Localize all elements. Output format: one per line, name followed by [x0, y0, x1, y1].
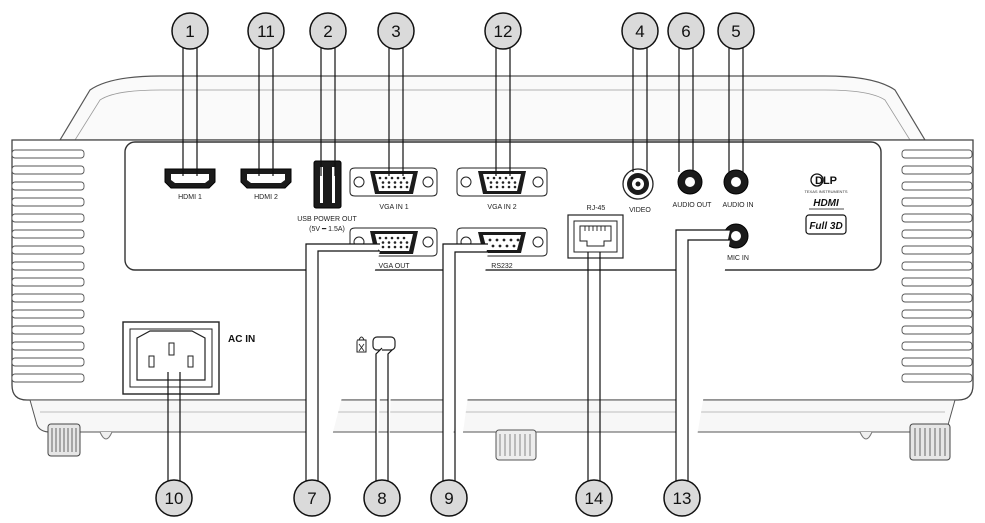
callout-12-text: 12: [494, 22, 513, 41]
callout-1: 1: [171, 12, 209, 50]
dlp-logo-text: DLP: [815, 175, 837, 187]
callout-12: 12: [484, 12, 522, 50]
callout-leader-lines-lower: [167, 229, 730, 490]
callout-4-text: 4: [635, 22, 644, 41]
vga-out-label: VGA OUT: [378, 263, 410, 270]
usb-label-line2: (5V ━ 1.5A): [309, 226, 345, 233]
callout-13: 13: [663, 479, 701, 517]
callout-leader-lines: [182, 48, 744, 176]
dlp-logo: DLP TEXAS INSTRUMENTS: [804, 173, 848, 194]
ac-in-label: AC IN: [228, 334, 255, 345]
hdmi-logo-text: HDMI: [813, 198, 839, 209]
callout-3-text: 3: [391, 22, 400, 41]
callout-7: 7: [293, 479, 331, 517]
callout-10-text: 10: [165, 489, 184, 508]
audio-out-port[interactable]: [677, 169, 703, 195]
audio-in-label: AUDIO IN: [722, 202, 753, 209]
callout-6-text: 6: [681, 22, 690, 41]
right-vent-grille: [901, 149, 973, 383]
usb-label-line1: USB POWER OUT: [297, 216, 357, 223]
callout-13-text: 13: [673, 489, 692, 508]
audio-in-port[interactable]: [723, 169, 749, 195]
audio-out-label: AUDIO OUT: [673, 202, 713, 209]
hdmi1-port[interactable]: [164, 168, 216, 189]
usb-power-port[interactable]: [313, 160, 342, 209]
ac-power-inlet[interactable]: [122, 321, 220, 395]
vga-in1-label: VGA IN 1: [379, 204, 408, 211]
right-foot: [909, 423, 951, 461]
callout-11: 11: [247, 12, 285, 50]
callout-2-text: 2: [323, 22, 332, 41]
rj45-port[interactable]: [567, 214, 624, 259]
callout-9: 9: [430, 479, 468, 517]
callout-7-text: 7: [307, 489, 316, 508]
callout-bubbles: 1 11 2 3 12 4 6 5 10 7 8 9 14 13: [155, 12, 755, 517]
full3d-logo: Full 3D: [805, 214, 847, 235]
left-vent-grille: [11, 149, 85, 383]
callout-6: 6: [667, 12, 705, 50]
hdmi-logo: HDMI: [809, 198, 844, 210]
mic-in-label: MIC IN: [727, 255, 749, 262]
callout-9-text: 9: [444, 489, 453, 508]
left-foot: [47, 423, 81, 457]
callout-3: 3: [377, 12, 415, 50]
vga-in2-label: VGA IN 2: [487, 204, 516, 211]
hdmi2-label: HDMI 2: [254, 194, 278, 201]
callout-5-text: 5: [731, 22, 740, 41]
callout-4: 4: [621, 12, 659, 50]
security-slot[interactable]: [372, 336, 396, 351]
callout-8-text: 8: [377, 489, 386, 508]
vga-in2-port[interactable]: [456, 167, 548, 197]
rj45-label: RJ-45: [587, 205, 606, 212]
callout-8: 8: [363, 479, 401, 517]
ti-logo-text: TEXAS INSTRUMENTS: [804, 189, 847, 194]
hdmi1-label: HDMI 1: [178, 194, 202, 201]
full3d-logo-text: Full 3D: [809, 221, 842, 232]
callout-10: 10: [155, 479, 193, 517]
kensington-lock-icon: [356, 336, 367, 353]
callout-14-text: 14: [585, 489, 604, 508]
callout-14: 14: [575, 479, 613, 517]
hdmi2-port[interactable]: [240, 168, 292, 189]
rs232-label: RS232: [491, 263, 513, 270]
video-port[interactable]: [622, 168, 654, 200]
vga-in1-port[interactable]: [349, 167, 438, 197]
video-label: VIDEO: [629, 207, 651, 214]
callout-2: 2: [309, 12, 347, 50]
callout-1-text: 1: [185, 22, 194, 41]
callout-5: 5: [717, 12, 755, 50]
center-foot: [495, 429, 537, 461]
callout-11-text: 11: [257, 22, 275, 41]
